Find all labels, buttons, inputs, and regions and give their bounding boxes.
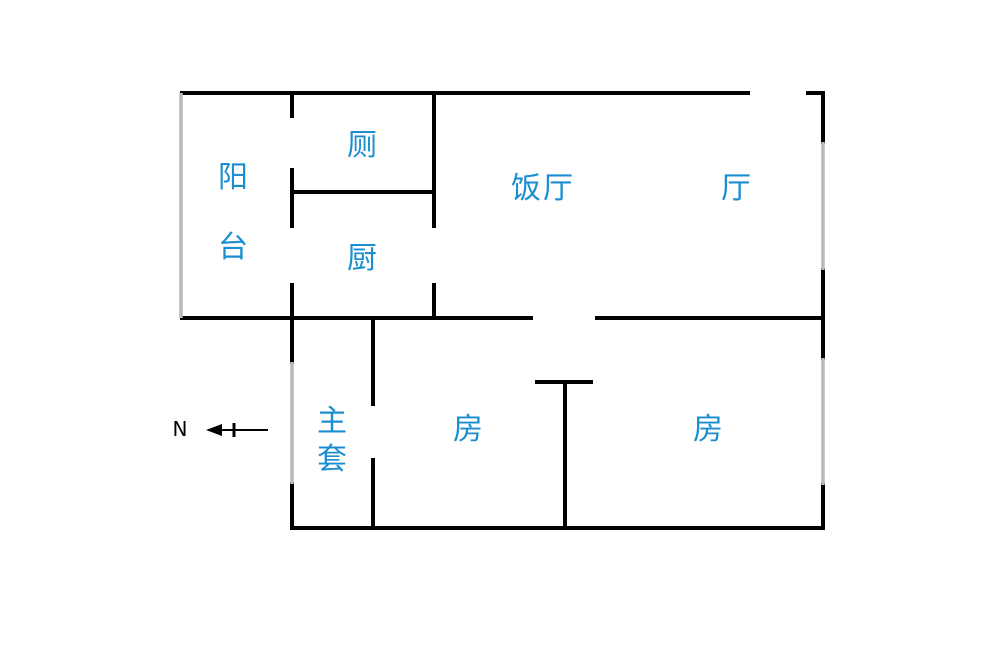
label-master-char2: 套 <box>317 442 349 477</box>
label-balcony-char1: 阳 <box>218 160 250 195</box>
label-bedroom-left: 房 <box>453 412 485 447</box>
compass-label: N <box>173 417 188 441</box>
windows <box>179 93 825 485</box>
label-master-char1: 主 <box>317 404 349 439</box>
room-labels: 阳 台 厕 厨 饭厅 厅 主 套 房 房 <box>218 128 753 477</box>
compass: N <box>173 417 268 441</box>
label-living-hall: 厅 <box>721 171 753 206</box>
north-arrow-icon <box>206 423 268 437</box>
label-dining-hall: 饭厅 <box>511 171 575 206</box>
label-bedroom-right: 房 <box>693 412 725 447</box>
label-toilet: 厕 <box>347 128 379 163</box>
label-balcony-char2: 台 <box>218 230 250 265</box>
label-kitchen: 厨 <box>347 241 379 276</box>
walls <box>180 91 825 530</box>
